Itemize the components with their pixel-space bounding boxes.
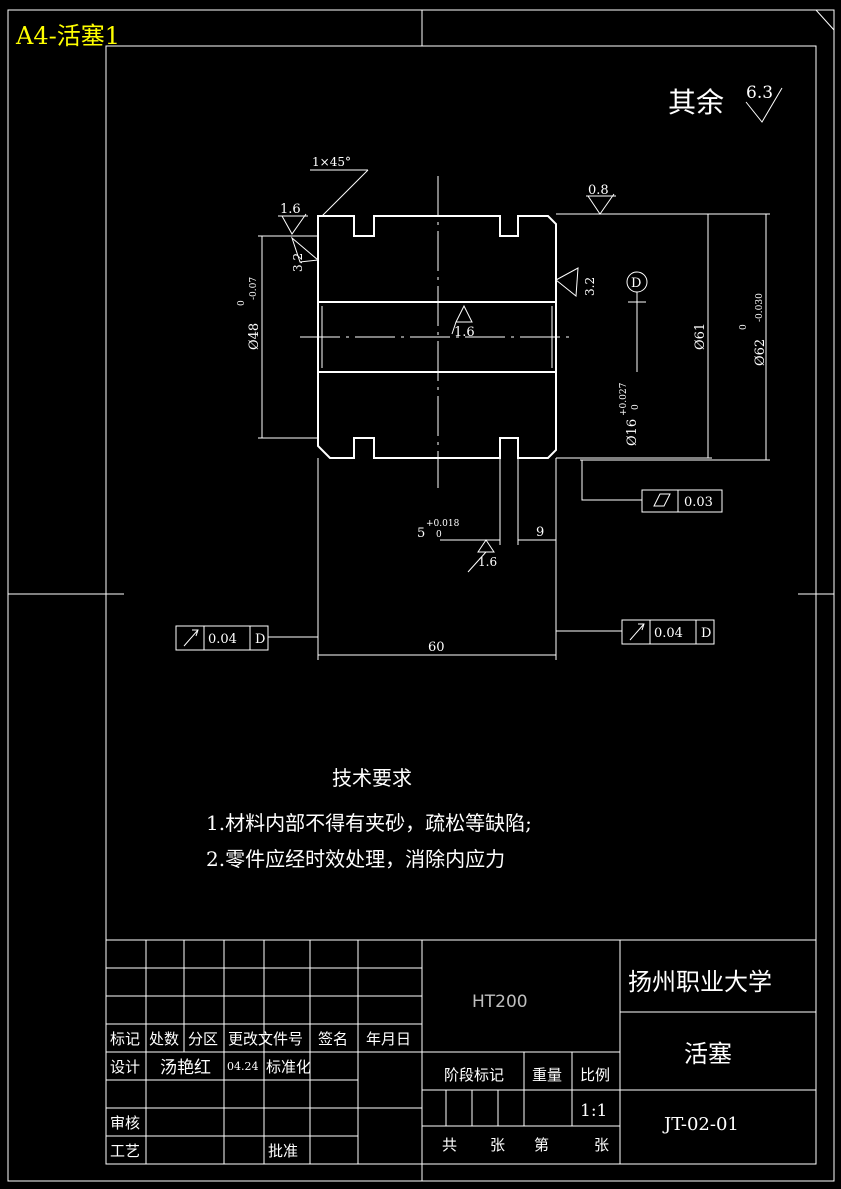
runout-left-icon [183, 629, 199, 647]
dim-length: 60 [428, 640, 445, 655]
roughness-top-right: 0.8 [588, 183, 609, 198]
nth-label: 第 [534, 1136, 549, 1154]
title-block: 标记 处数 分区 更改文件号 签名 年月日 设计 汤艳红 04.24 标准化 审… [105, 939, 817, 1165]
scale-value: 1:1 [580, 1101, 607, 1121]
designer-name: 汤艳红 [160, 1058, 211, 1078]
approve-label: 批准 [268, 1142, 298, 1160]
review-label: 审核 [110, 1114, 140, 1132]
total-label: 共 [442, 1136, 457, 1154]
hdr-count: 处数 [149, 1030, 179, 1048]
dim-groove-low: 0 [436, 530, 442, 540]
roughness-left: 3.2 [291, 253, 305, 272]
part-name: 活塞 [684, 1040, 732, 1068]
tol-left-datum: D [255, 632, 265, 647]
surface-note-value: 6.3 [746, 83, 773, 103]
dim-d48-up: 0 [237, 300, 247, 306]
surface-note: 其余 6.3 [668, 83, 783, 123]
tech-item-1: 1.材料内部不得有夹砂，疏松等缺陷; [206, 811, 532, 835]
standardize-label: 标准化 [266, 1058, 311, 1076]
dim-groove-pos: 9 [536, 525, 544, 540]
sheet-label: A4-活塞1 [15, 22, 120, 50]
weight-label: 重量 [532, 1066, 562, 1084]
hdr-date: 年月日 [366, 1030, 411, 1048]
ratio-label: 比例 [580, 1066, 610, 1084]
roughness-icon [745, 87, 783, 123]
tech-item-2: 2.零件应经时效处理，消除内应力 [206, 847, 505, 871]
dim-groove-up: +0.018 [426, 519, 460, 529]
dim-d16-up: +0.027 [619, 382, 629, 416]
datum-label: D [631, 276, 641, 291]
surface-note-text: 其余 [668, 86, 724, 119]
stage-mark-label: 阶段标记 [444, 1066, 504, 1084]
tol-right-datum: D [701, 626, 711, 641]
hdr-sign: 签名 [318, 1030, 348, 1048]
roughness-bore: 1.6 [454, 325, 475, 340]
sheet-border [7, 9, 835, 1182]
design-date: 04.24 [227, 1060, 259, 1073]
dimensions: 1×45° 1.6 3.2 Ø48 0 -0.07 3.2 0.8 D Ø16 … [175, 155, 770, 660]
tol-left-value: 0.04 [208, 632, 237, 647]
hdr-doc: 更改文件号 [228, 1030, 303, 1048]
hdr-mark: 标记 [110, 1030, 140, 1048]
tech-title: 技术要求 [332, 766, 412, 790]
cylindricity-icon [653, 493, 671, 507]
roughness-top-left: 1.6 [280, 202, 301, 217]
roughness-groove: 1.6 [478, 555, 497, 569]
school-name: 扬州职业大学 [628, 968, 772, 996]
dim-d62-low: -0.030 [755, 293, 765, 322]
roughness-right: 3.2 [583, 277, 597, 296]
lower-section [317, 371, 557, 459]
process-label: 工艺 [110, 1142, 140, 1160]
hdr-zone: 分区 [188, 1030, 218, 1048]
dim-groove-w: 5 [417, 526, 425, 541]
dim-d62-up: 0 [739, 324, 749, 330]
tol-right-cyl: 0.03 [684, 495, 713, 510]
material: HT200 [472, 992, 528, 1012]
dim-d48: Ø48 [247, 323, 262, 350]
part-section [300, 176, 575, 488]
tech-requirements: 技术要求 1.材料内部不得有夹砂，疏松等缺陷; 2.零件应经时效处理，消除内应力 [206, 766, 532, 871]
dim-d61: Ø61 [693, 323, 708, 350]
upper-section [317, 215, 557, 303]
dim-d48-low: -0.07 [249, 277, 259, 300]
runout-right-icon [629, 623, 645, 641]
dim-d62: Ø62 [753, 339, 768, 366]
dim-d16-low: 0 [631, 404, 641, 410]
chamfer-label: 1×45° [312, 155, 351, 169]
tol-right-value: 0.04 [654, 626, 683, 641]
sheet2-label: 张 [594, 1136, 609, 1154]
drawing-number: JT-02-01 [662, 1114, 739, 1135]
sheets-label: 张 [490, 1136, 505, 1154]
design-label: 设计 [110, 1058, 140, 1076]
dim-d16: Ø16 [625, 419, 640, 446]
